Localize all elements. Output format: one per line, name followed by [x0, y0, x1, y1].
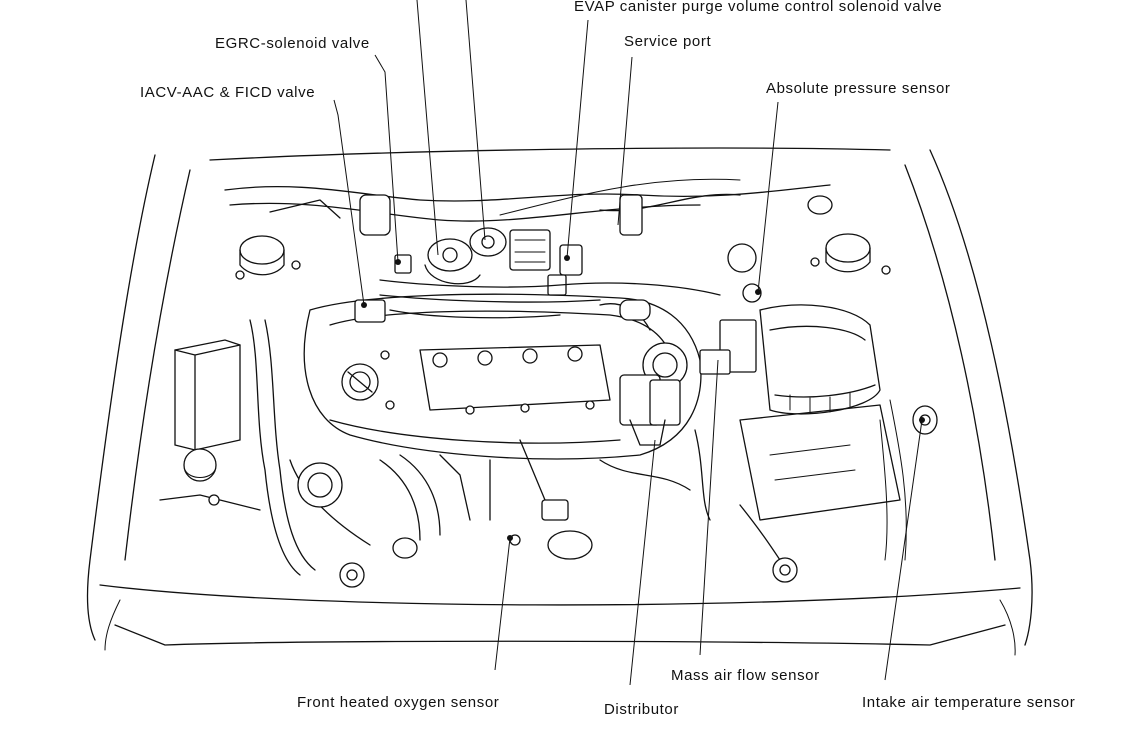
label-evap-canister-purge-valve: EVAP canister purge volume control solen… — [574, 0, 943, 15]
label-mass-air-flow-sensor: Mass air flow sensor — [671, 667, 820, 684]
leader-lines — [333, 0, 923, 686]
label-front-heated-oxygen-sensor: Front heated oxygen sensor — [297, 694, 500, 711]
hood-outline — [86, 147, 1033, 656]
label-iacv-aac-ficd-valve: IACV-AAC & FICD valve — [140, 84, 316, 101]
leader-dots — [361, 255, 925, 541]
label-distributor: Distributor — [604, 701, 679, 718]
right-strut-tower — [807, 195, 891, 275]
intake-components — [354, 227, 721, 331]
label-absolute-pressure-sensor: Absolute pressure sensor — [766, 80, 951, 97]
label-service-port: Service port — [624, 33, 712, 50]
lower-hoses — [159, 319, 907, 588]
air-cleaner — [699, 243, 938, 521]
battery — [174, 339, 241, 482]
left-strut-tower — [235, 235, 301, 280]
label-intake-air-temperature-sensor: Intake air temperature sensor — [862, 694, 1076, 711]
firewall-hoses — [224, 178, 831, 236]
throttle-body — [619, 342, 688, 446]
label-egrc-solenoid-valve: EGRC-solenoid valve — [215, 35, 370, 52]
